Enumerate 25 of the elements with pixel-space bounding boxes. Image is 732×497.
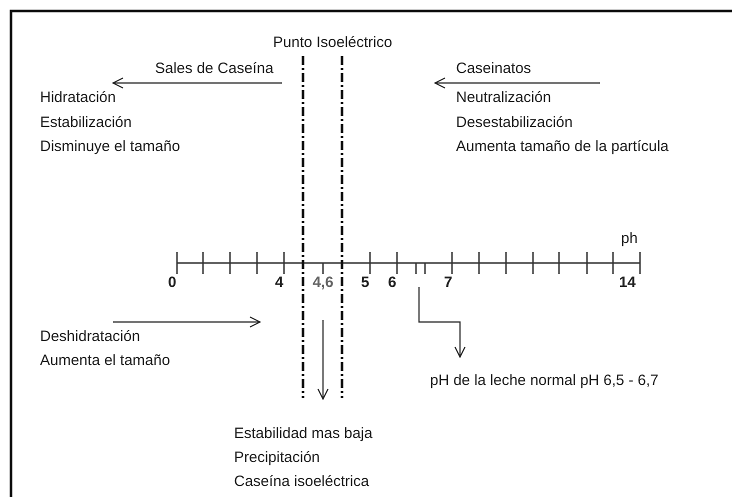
axis-label: ph [621, 230, 638, 248]
text-label: Sales de Caseína [155, 60, 274, 78]
arrow [317, 320, 329, 400]
text-label: Disminuye el tamaño [40, 138, 180, 156]
text-label: Desestabilización [456, 114, 573, 132]
text-label: Estabilidad mas baja [234, 425, 372, 443]
tick-label: 5 [361, 274, 370, 292]
text-label: Neutralización [456, 89, 552, 107]
text-label: Aumenta el tamaño [40, 352, 170, 370]
text-label: Estabilización [40, 114, 132, 132]
text-label: pH de la leche normal pH 6,5 - 6,7 [430, 372, 658, 390]
tick-label: 7 [444, 274, 452, 292]
arrow [418, 287, 466, 358]
tick-label: 14 [619, 274, 636, 292]
text-label: Punto Isoeléctrico [273, 34, 392, 52]
text-label: Deshidratación [40, 328, 140, 346]
tick-label: 6 [388, 274, 396, 292]
text-label: Precipitación [234, 449, 321, 467]
text-label: Aumenta tamaño de la partícula [456, 138, 669, 156]
text-label: Hidratación [40, 89, 116, 107]
text-label: Caseinatos [456, 60, 532, 78]
tick-label: 4,6 [312, 274, 334, 292]
tick-label: 4 [275, 274, 284, 292]
tick-label: 0 [168, 274, 176, 292]
text-label: Caseína isoeléctrica [234, 473, 370, 491]
